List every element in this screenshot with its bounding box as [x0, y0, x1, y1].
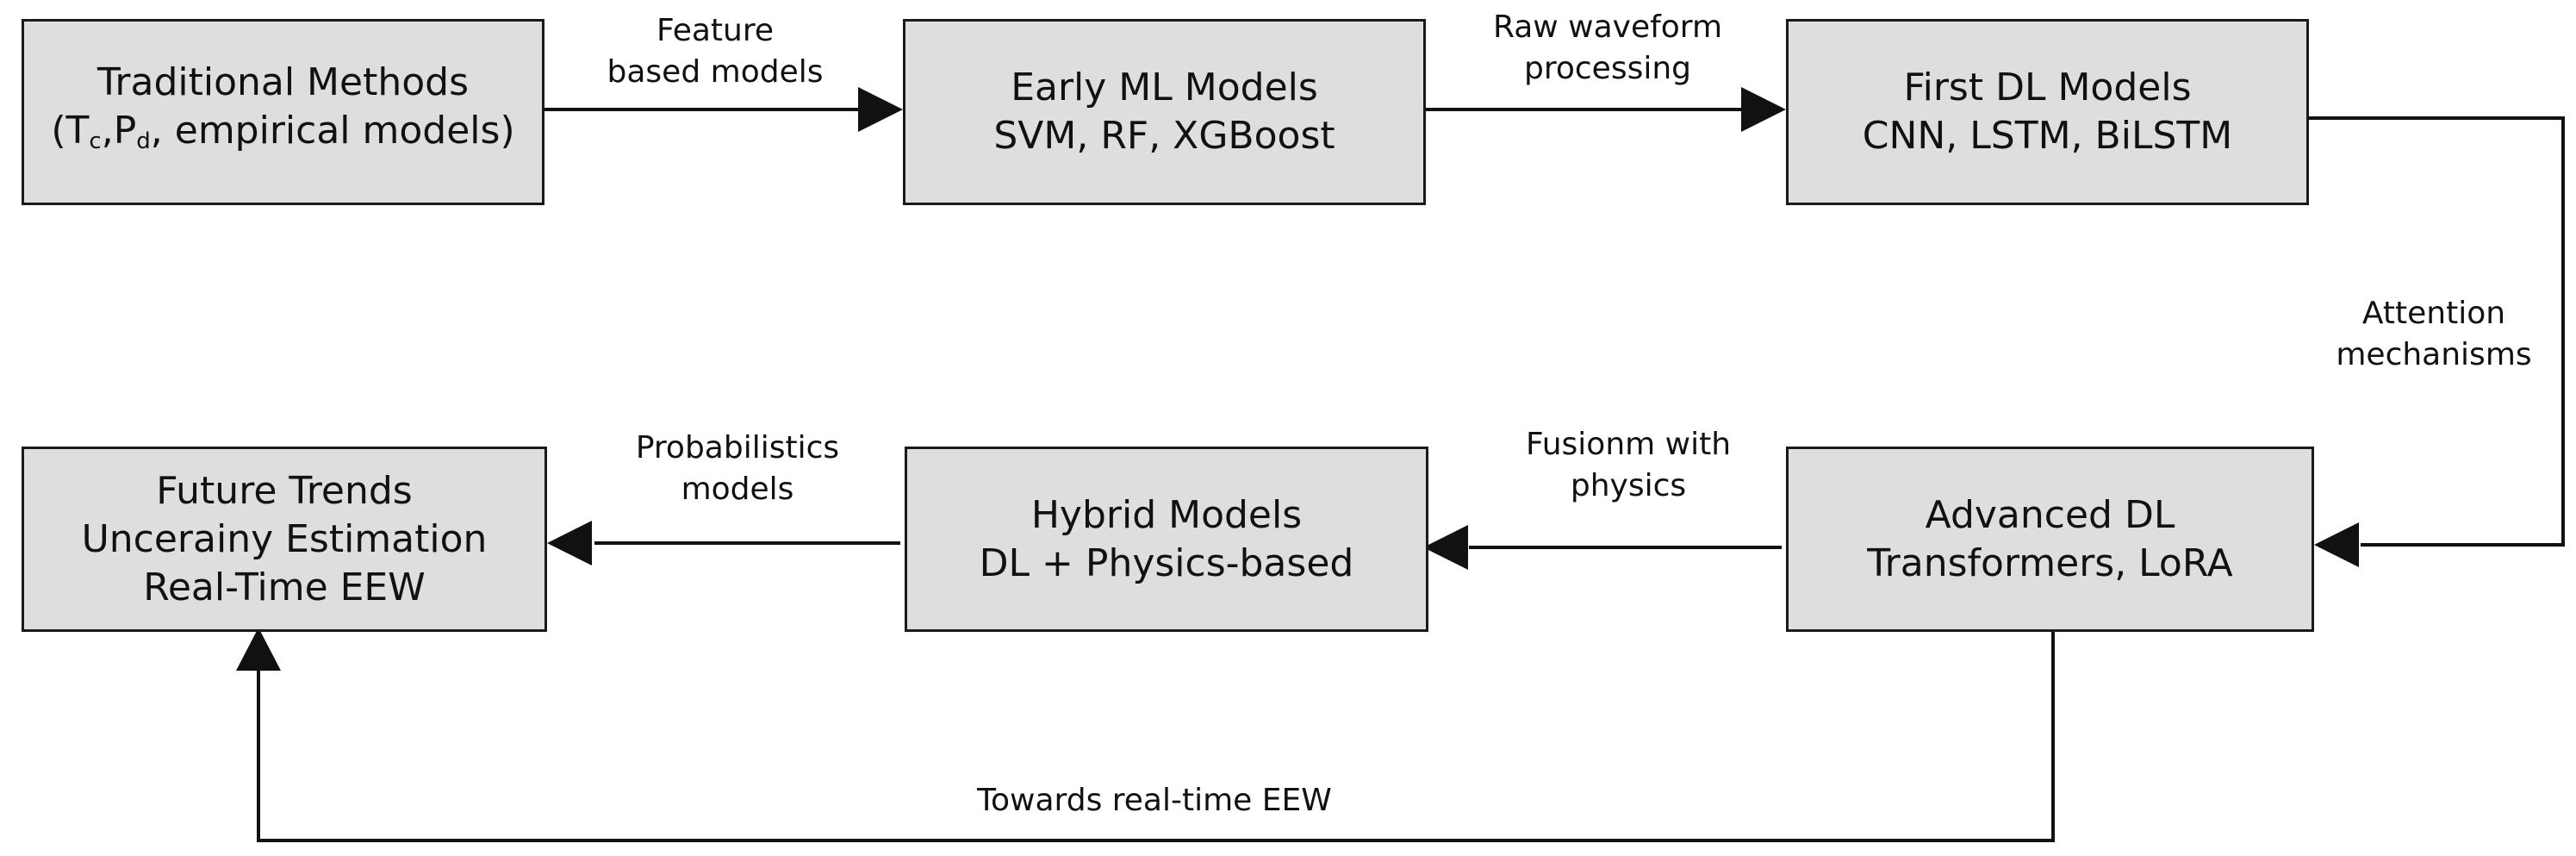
edge-label-raw-waveform-processing: Raw waveform processing: [1492, 9, 1723, 86]
node-subtitle: DL + Physics-based: [979, 540, 1354, 585]
edge-label-probabilistics-models: Probabilistics models: [635, 430, 840, 507]
edge-label-feature-based-models: Feature based models: [607, 13, 824, 90]
node-subtitle: CNN, LSTM, BiLSTM: [1862, 114, 2233, 158]
node-subtitle: Transformers, LoRA: [1867, 540, 2233, 585]
node-future-trends: Future Trends Uncerainy Estimation Real-…: [22, 447, 547, 632]
arrowhead-left-icon: [547, 521, 592, 565]
connector-first-dl-to-advanced-dl: [2305, 116, 2565, 547]
arrowhead-right-icon: [1741, 87, 1786, 132]
node-title: Traditional Methods: [96, 60, 470, 104]
connector-advanced-dl-to-future: [257, 632, 2055, 842]
node-first-dl-models: First DL Models CNN, LSTM, BiLSTM: [1786, 19, 2309, 205]
arrowhead-up-icon: [236, 628, 281, 671]
node-subtitle: SVM, RF, XGBoost: [993, 114, 1335, 158]
node-advanced-dl: Advanced DL Transformers, LoRA: [1786, 447, 2314, 632]
node-title: Hybrid Models: [1030, 492, 1303, 537]
node-title: Early ML Models: [1011, 66, 1318, 109]
node-subtitle: Uncerainy Estimation: [81, 516, 488, 561]
node-title: Advanced DL: [1925, 492, 2175, 537]
node-traditional-methods: Traditional Methods (Tc,Pd, empirical mo…: [22, 19, 544, 205]
arrowhead-left-icon: [1423, 525, 1468, 570]
node-hybrid-models: Hybrid Models DL + Physics-based: [905, 447, 1428, 632]
node-subtitle: Real-Time EEW: [143, 565, 426, 609]
node-early-ml-models: Early ML Models SVM, RF, XGBoost: [903, 19, 1426, 205]
arrowhead-left-icon: [2314, 522, 2359, 567]
node-title: Future Trends: [156, 468, 413, 513]
arrowhead-right-icon: [858, 87, 903, 132]
edge-label-fusion-with-physics: Fusionm with physics: [1525, 427, 1732, 503]
edge-label-attention-mechanisms: Attention mechanisms: [2336, 296, 2532, 372]
edge-label-towards-real-time-eew: Towards real-time EEW: [977, 783, 1332, 818]
node-subtitle: (Tc,Pd, empirical models): [51, 109, 515, 154]
node-title: First DL Models: [1903, 66, 2192, 109]
